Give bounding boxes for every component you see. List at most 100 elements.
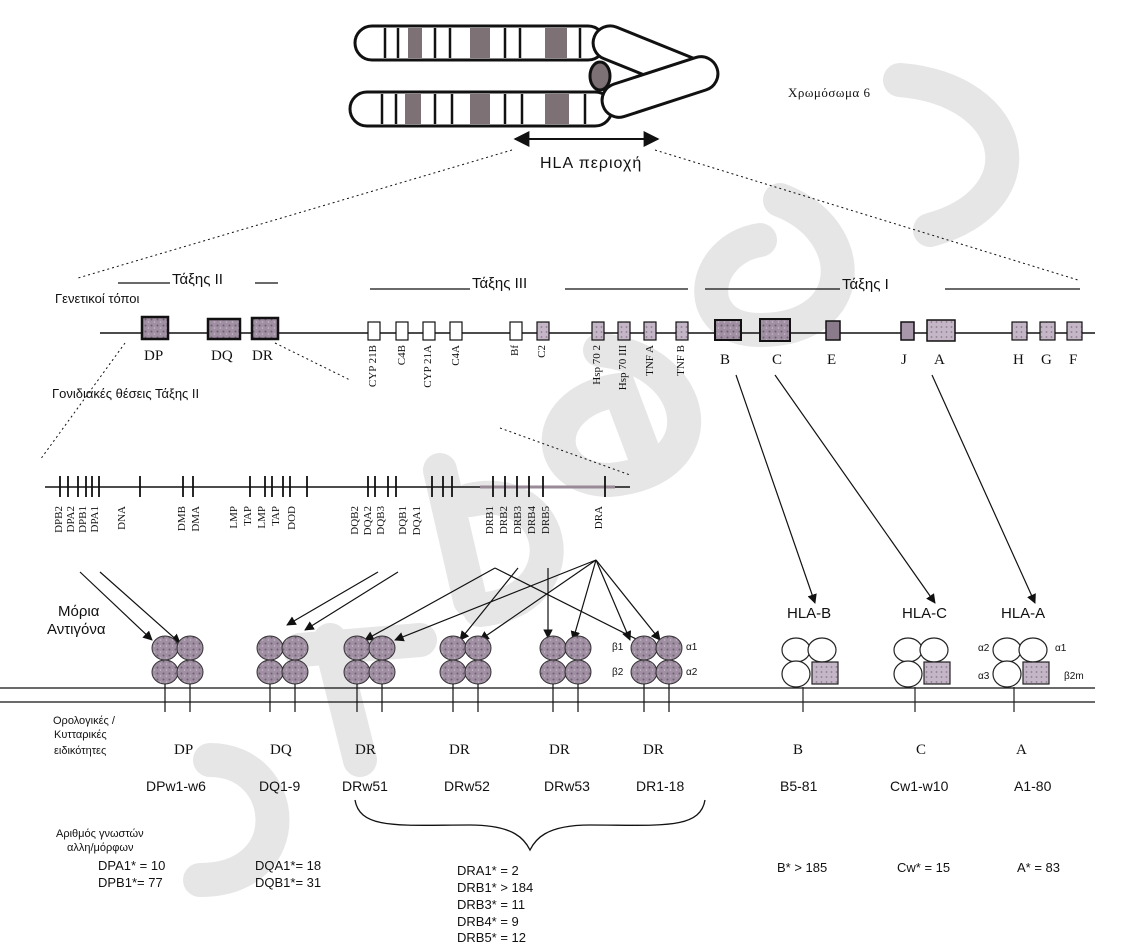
allele-drb4: DRB4* = 9 [457,914,519,929]
chain-b2m: β2m [1064,671,1084,682]
allele-drb1: DRB1* > 184 [457,880,533,895]
gene-dra: DRA [594,506,605,529]
molecule-dr1-18 [631,636,682,684]
allele-label-line1: Αριθμός γνωστών [56,828,144,840]
chromosome-label: Χρωμόσωμα 6 [788,85,871,101]
serology-dp: DPw1-w6 [146,778,206,794]
molecule-hla-a [993,638,1049,712]
serology-drw52: DRw52 [444,778,490,794]
serology-drw51: DRw51 [342,778,388,794]
gene-hsp70-2: Hsp 70 2 [592,345,603,385]
gene-lmp-1: LMP [229,506,240,529]
spec-dr-1: DR [355,742,376,759]
gene-dpa2: DPA2 [66,506,77,533]
spec-dq: DQ [270,742,292,759]
gene-dqb2: DQB2 [350,506,361,535]
serology-dq: DQ1-9 [259,778,300,794]
hla-b-label: HLA-B [787,605,831,622]
gene-dpb2: DPB2 [54,506,65,533]
serology-a: A1-80 [1014,778,1051,794]
gene-drb3: DRB3 [513,506,524,534]
hla-region-label: HLA περιοχή [540,155,642,173]
locus-g: G [1041,352,1052,369]
gene-dqa1: DQA1 [412,506,423,535]
allele-dqb1: DQB1*= 31 [255,875,321,890]
locus-dq: DQ [211,348,233,365]
allele-c: Cw* = 15 [897,860,950,875]
gene-c2: C2 [537,345,548,358]
chain-a1-class1: α1 [1055,643,1066,654]
locus-a: A [934,352,945,369]
allele-dpb1: DPB1*= 77 [98,875,163,890]
locus-e: E [827,352,836,369]
gene-dqa2: DQA2 [363,506,374,535]
molecule-hla-c [894,638,950,712]
allele-dqa1: DQA1*= 18 [255,858,321,873]
locus-b: B [720,352,730,369]
allele-dpa1: DPA1* = 10 [98,858,165,873]
gene-dqb1: DQB1 [398,506,409,535]
gene-cyp21b: CYP 21B [368,345,379,387]
watermark [200,80,1002,880]
specificities-label-line1: Ορολογικές / [53,715,115,727]
molecule-hla-b [782,638,838,712]
locus-j: J [901,352,907,369]
hla-c-label: HLA-C [902,605,947,622]
locus-h: H [1013,352,1024,369]
gene-dqb3: DQB3 [376,506,387,535]
gene-tnfa: TNF A [645,345,656,376]
gene-dpb1: DPB1 [78,506,89,533]
molecule-dp [152,636,203,684]
genetic-loci-label: Γενετικοί τόποι [55,291,139,306]
chromosome-6 [350,21,722,126]
chain-a1-class2: α1 [686,642,697,653]
gene-drb1: DRB1 [485,506,496,534]
chain-b2: β2 [612,667,623,678]
chain-a3: α3 [978,671,989,682]
gene-tnfb: TNF B [676,345,687,376]
serology-dr1-18: DR1-18 [636,778,684,794]
gene-c4b: C4B [397,345,408,365]
molecule-drw52 [440,636,491,684]
gene-hsp70-3: Hsp 70 III [618,345,629,390]
chain-a2-class1: α2 [978,643,989,654]
allele-label-line2: αλλη/μόρφων [67,842,133,854]
centromere [590,62,610,90]
gene-drb5: DRB5 [541,506,552,534]
locus-c: C [772,352,782,369]
allele-dra1: DRA1* = 2 [457,863,519,878]
chain-a2-class2: α2 [686,667,697,678]
gene-c4a: C4A [451,345,462,366]
serology-b: B5-81 [780,778,817,794]
class3-label: Τάξης III [472,275,527,292]
cell-membrane [0,688,1095,702]
molecules-label-line1: Μόρια [58,603,99,620]
gene-tap-2: TAP [271,506,282,526]
locus-f: F [1069,352,1077,369]
gene-drb2: DRB2 [499,506,510,534]
locus-dr: DR [252,348,273,365]
hla-a-label: HLA-A [1001,605,1045,622]
class2-label: Τάξης II [172,271,223,288]
allele-a: A* = 83 [1017,860,1060,875]
gene-bf: Bf [510,345,521,356]
allele-drb3: DRB3* = 11 [457,897,525,912]
serology-drw53: DRw53 [544,778,590,794]
molecule-drw53 [540,636,591,684]
class1-label: Τάξης I [842,276,889,293]
spec-a: A [1016,742,1027,759]
class2-positions-label: Γονιδιακές θέσεις Τάξης II [52,386,199,401]
class1-molecules [782,638,1049,712]
chain-b1: β1 [612,642,623,653]
gene-dpa1: DPA1 [90,506,101,533]
spec-dr-2: DR [449,742,470,759]
gene-dod: DOD [287,506,298,530]
serology-c: Cw1-w10 [890,778,948,794]
gene-dmb: DMB [177,506,188,531]
spec-b: B [793,742,803,759]
class1-arrows [736,375,1035,603]
gene-cyp21a: CYP 21A [423,345,434,388]
gene-dma: DMA [191,506,202,532]
